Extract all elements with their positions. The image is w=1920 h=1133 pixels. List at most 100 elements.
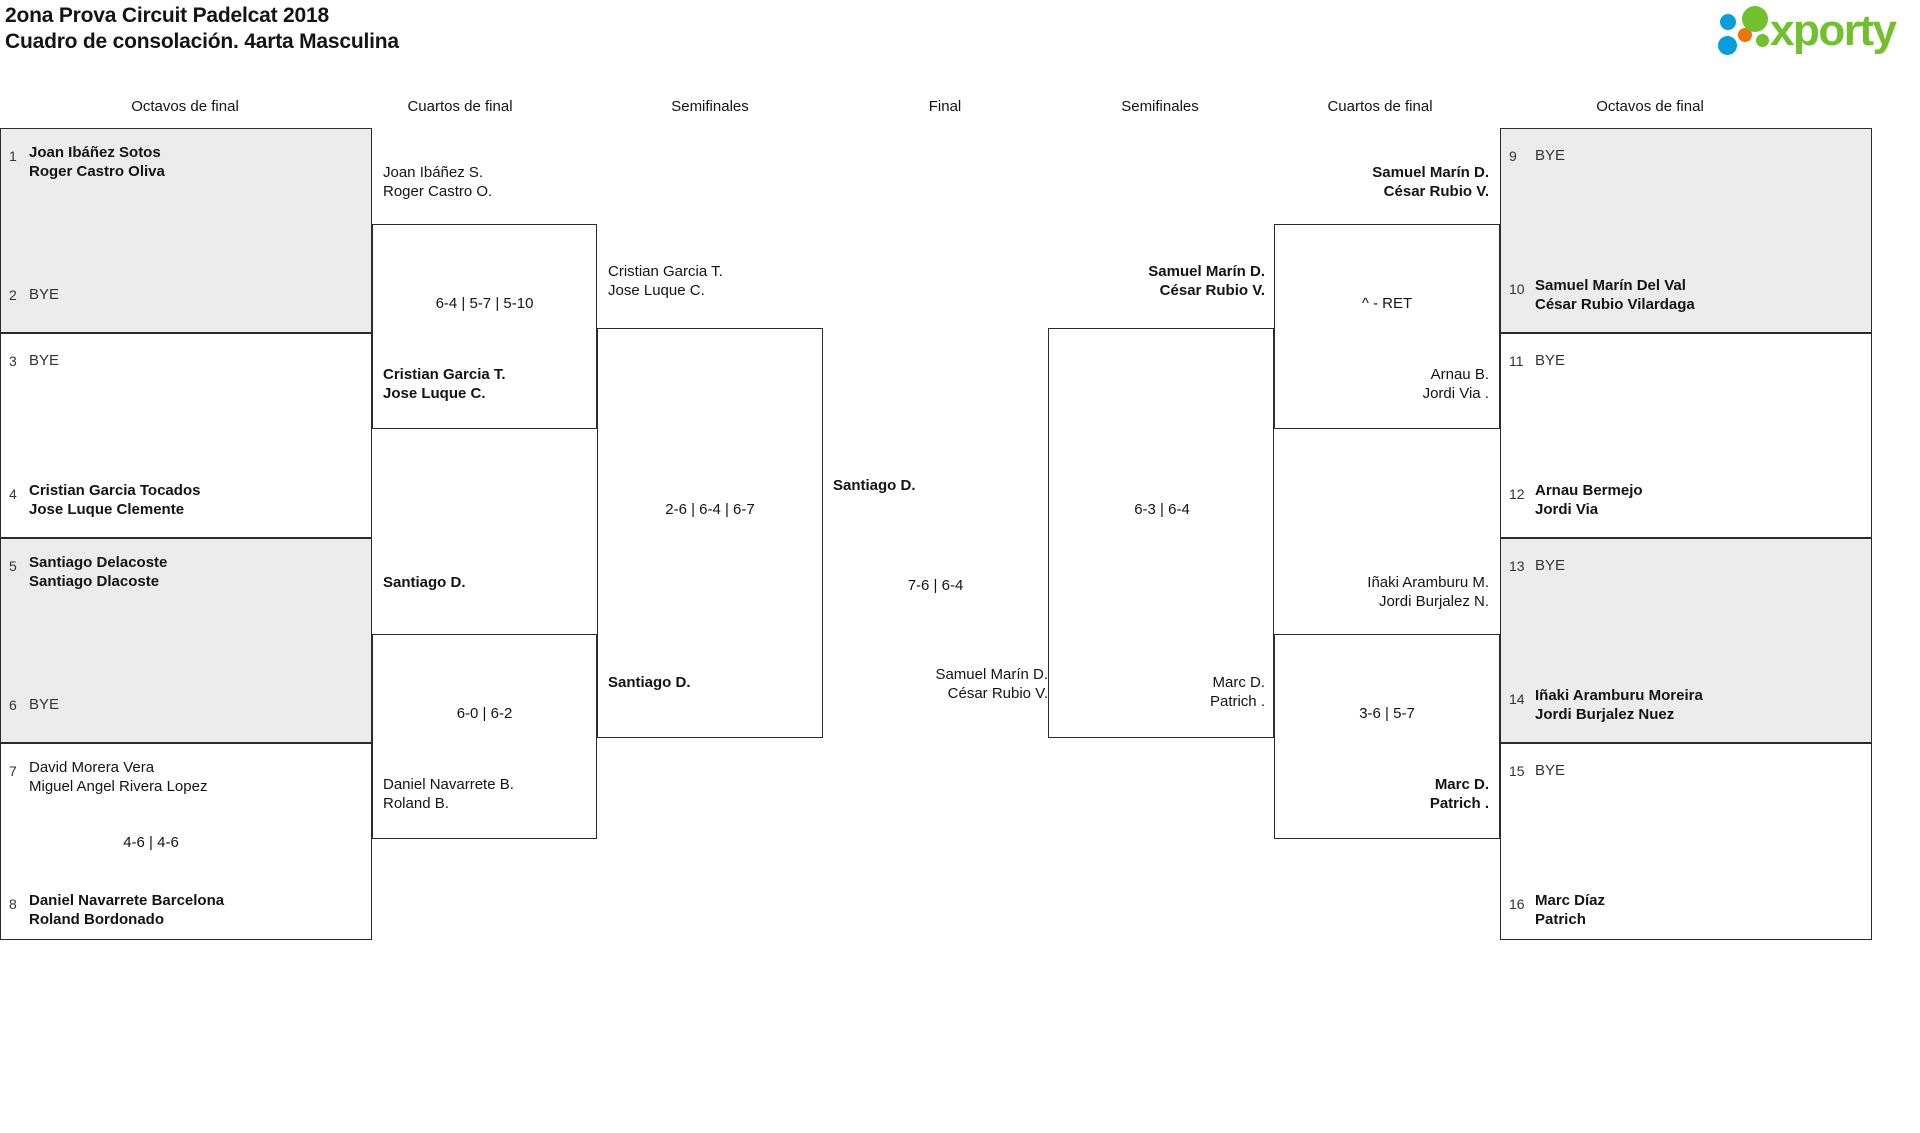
match-left-quarter-2[interactable]: Santiago D. 6-0 | 6-2 Daniel Navarrete B…: [372, 574, 597, 839]
bracket-subtitle: Cuadro de consolación. 4arta Masculina: [5, 30, 399, 53]
seed-number: 16: [1509, 896, 1525, 912]
player-name-line2: Roland B.: [383, 795, 449, 812]
seed-block-7-8[interactable]: 7 David Morera Vera Miguel Angel Rivera …: [0, 743, 372, 940]
seed-number: 15: [1509, 763, 1525, 779]
round-header-right-semis: Semifinales: [1121, 98, 1199, 115]
round-header-right-octavos: Octavos de final: [1596, 98, 1704, 115]
player-name-line1: Santiago D.: [383, 574, 466, 591]
player-name-line2: Miguel Angel Rivera Lopez: [29, 778, 208, 795]
match-left-semifinal[interactable]: Cristian Garcia T. Jose Luque C. 2-6 | 6…: [597, 263, 823, 738]
player-name-line1: Santiago D.: [608, 674, 691, 691]
bye-label: BYE: [1535, 557, 1566, 574]
match-score: 6-4 | 5-7 | 5-10: [435, 295, 534, 312]
player-name-line1: Joan Ibáñez Sotos: [29, 144, 161, 161]
player-name-line1: Iñaki Aramburu Moreira: [1535, 687, 1703, 704]
bye-label: BYE: [1535, 352, 1566, 369]
player-name-line2: Jordi Via: [1535, 501, 1599, 518]
match-right-quarter-1[interactable]: Samuel Marín D. César Rubio V. ^ - RET A…: [1274, 164, 1500, 429]
match-score: 6-3 | 6-4: [1134, 501, 1190, 518]
seed-number: 4: [9, 486, 17, 502]
player-name-line2: César Rubio V.: [947, 685, 1048, 702]
logo-dot-blue-large-icon: [1718, 36, 1737, 55]
round-header-left-semis: Semifinales: [671, 98, 749, 115]
player-name-line1: Joan Ibáñez S.: [383, 164, 484, 181]
logo-dot-orange-icon: [1738, 28, 1752, 42]
seed-number: 3: [9, 353, 17, 369]
bye-label: BYE: [29, 696, 60, 713]
player-name-line1: Samuel Marín D.: [935, 666, 1048, 683]
player-name-line2: Jordi Burjalez Nuez: [1535, 706, 1675, 723]
seed-block-9-10[interactable]: 9 BYE 10 Samuel Marín Del Val César Rubi…: [1500, 128, 1872, 333]
logo-dot-blue-icon: [1720, 14, 1736, 30]
player-name-line2: Jose Luque C.: [383, 385, 486, 402]
player-name-line2: César Rubio V.: [1159, 282, 1265, 299]
round-header-final: Final: [928, 98, 962, 115]
seed-number: 2: [9, 287, 17, 303]
seed-number: 9: [1509, 148, 1517, 164]
player-name-line2: Jose Luque C.: [608, 282, 705, 299]
seed-number: 10: [1509, 281, 1525, 297]
player-name-line1: Samuel Marín D.: [1372, 164, 1489, 181]
player-name-line2: César Rubio V.: [1383, 183, 1489, 200]
player-name-line1: Samuel Marín D.: [1148, 263, 1265, 280]
seed-number: 11: [1509, 353, 1524, 369]
match-left-quarter-1[interactable]: Joan Ibáñez S. Roger Castro O. 6-4 | 5-7…: [372, 164, 597, 429]
match-score: 4-6 | 4-6: [123, 834, 179, 851]
round-header-right-cuartos: Cuartos de final: [1327, 98, 1433, 115]
round-header-left-octavos: Octavos de final: [131, 98, 239, 115]
bye-label: BYE: [29, 286, 60, 303]
seed-block-5-6[interactable]: 5 Santiago Delacoste Santiago Dlacoste 6…: [0, 538, 372, 743]
seed-number: 5: [9, 558, 17, 574]
bye-label: BYE: [29, 352, 60, 369]
player-name-line1: Cristian Garcia T.: [608, 263, 723, 280]
match-right-quarter-2[interactable]: Iñaki Aramburu M. Jordi Burjalez N. 3-6 …: [1274, 574, 1500, 839]
seed-number: 6: [9, 697, 17, 713]
seed-block-1-2[interactable]: 1 Joan Ibáñez Sotos Roger Castro Oliva 2…: [0, 128, 372, 333]
player-name-line1: Cristian Garcia T.: [383, 366, 506, 383]
page-title: 2ona Prova Circuit Padelcat 2018 Cuadro …: [5, 3, 399, 55]
match-score: 3-6 | 5-7: [1359, 705, 1415, 722]
player-name-line1: Arnau B.: [1430, 366, 1489, 383]
player-name-line1: Cristian Garcia Tocados: [29, 482, 201, 499]
player-name-line1: Marc D.: [1434, 776, 1489, 793]
player-name-line1: Santiago Delacoste: [29, 554, 168, 571]
player-name-line1: Samuel Marín Del Val: [1535, 277, 1686, 294]
match-score: 6-0 | 6-2: [456, 705, 513, 722]
player-name-line2: Patrich .: [1209, 693, 1265, 710]
match-score: 2-6 | 6-4 | 6-7: [665, 501, 755, 518]
player-name-line1: Daniel Navarrete Barcelona: [29, 892, 225, 909]
seed-number: 14: [1509, 691, 1525, 707]
player-name-line1: Iñaki Aramburu M.: [1367, 574, 1489, 591]
bye-label: BYE: [1535, 762, 1566, 779]
match-score: ^ - RET: [1361, 295, 1413, 312]
seed-block-3-4[interactable]: 3 BYE 4 Cristian Garcia Tocados Jose Luq…: [0, 333, 372, 538]
seed-block-15-16[interactable]: 15 BYE 16 Marc Díaz Patrich: [1500, 743, 1872, 940]
xporty-logo: xporty: [1712, 6, 1912, 58]
player-name-line1: David Morera Vera: [29, 759, 155, 776]
player-name-line2: Santiago Dlacoste: [29, 573, 160, 590]
player-name-line2: Jordi Burjalez N.: [1378, 593, 1489, 610]
seed-block-11-12[interactable]: 11 BYE 12 Arnau Bermejo Jordi Via: [1500, 333, 1872, 538]
seed-number: 13: [1509, 558, 1525, 574]
seed-number: 1: [9, 148, 17, 164]
player-name-line2: Jose Luque Clemente: [29, 501, 185, 518]
player-name-line2: Roland Bordonado: [29, 911, 164, 928]
player-name-line1: Santiago D.: [833, 477, 916, 494]
player-name-line1: Marc Díaz: [1535, 892, 1606, 909]
logo-wordmark: xporty: [1770, 6, 1897, 55]
player-name-line2: Patrich .: [1429, 795, 1489, 812]
bye-label: BYE: [1535, 147, 1566, 164]
player-name-line1: Arnau Bermejo: [1535, 482, 1643, 499]
seed-number: 8: [9, 896, 17, 912]
seed-block-13-14[interactable]: 13 BYE 14 Iñaki Aramburu Moreira Jordi B…: [1500, 538, 1872, 743]
player-name-line1: Marc D.: [1212, 674, 1266, 691]
tournament-name: 2ona Prova Circuit Padelcat 2018: [5, 4, 329, 27]
round-header-left-cuartos: Cuartos de final: [407, 98, 513, 115]
player-name-line2: César Rubio Vilardaga: [1535, 296, 1695, 313]
player-name-line2: Jordi Via .: [1422, 385, 1489, 402]
seed-number: 12: [1509, 486, 1525, 502]
match-right-semifinal[interactable]: Samuel Marín D. César Rubio V. 6-3 | 6-4…: [1048, 263, 1274, 738]
player-name-line2: Roger Castro O.: [383, 183, 493, 200]
seed-number: 7: [9, 763, 17, 779]
